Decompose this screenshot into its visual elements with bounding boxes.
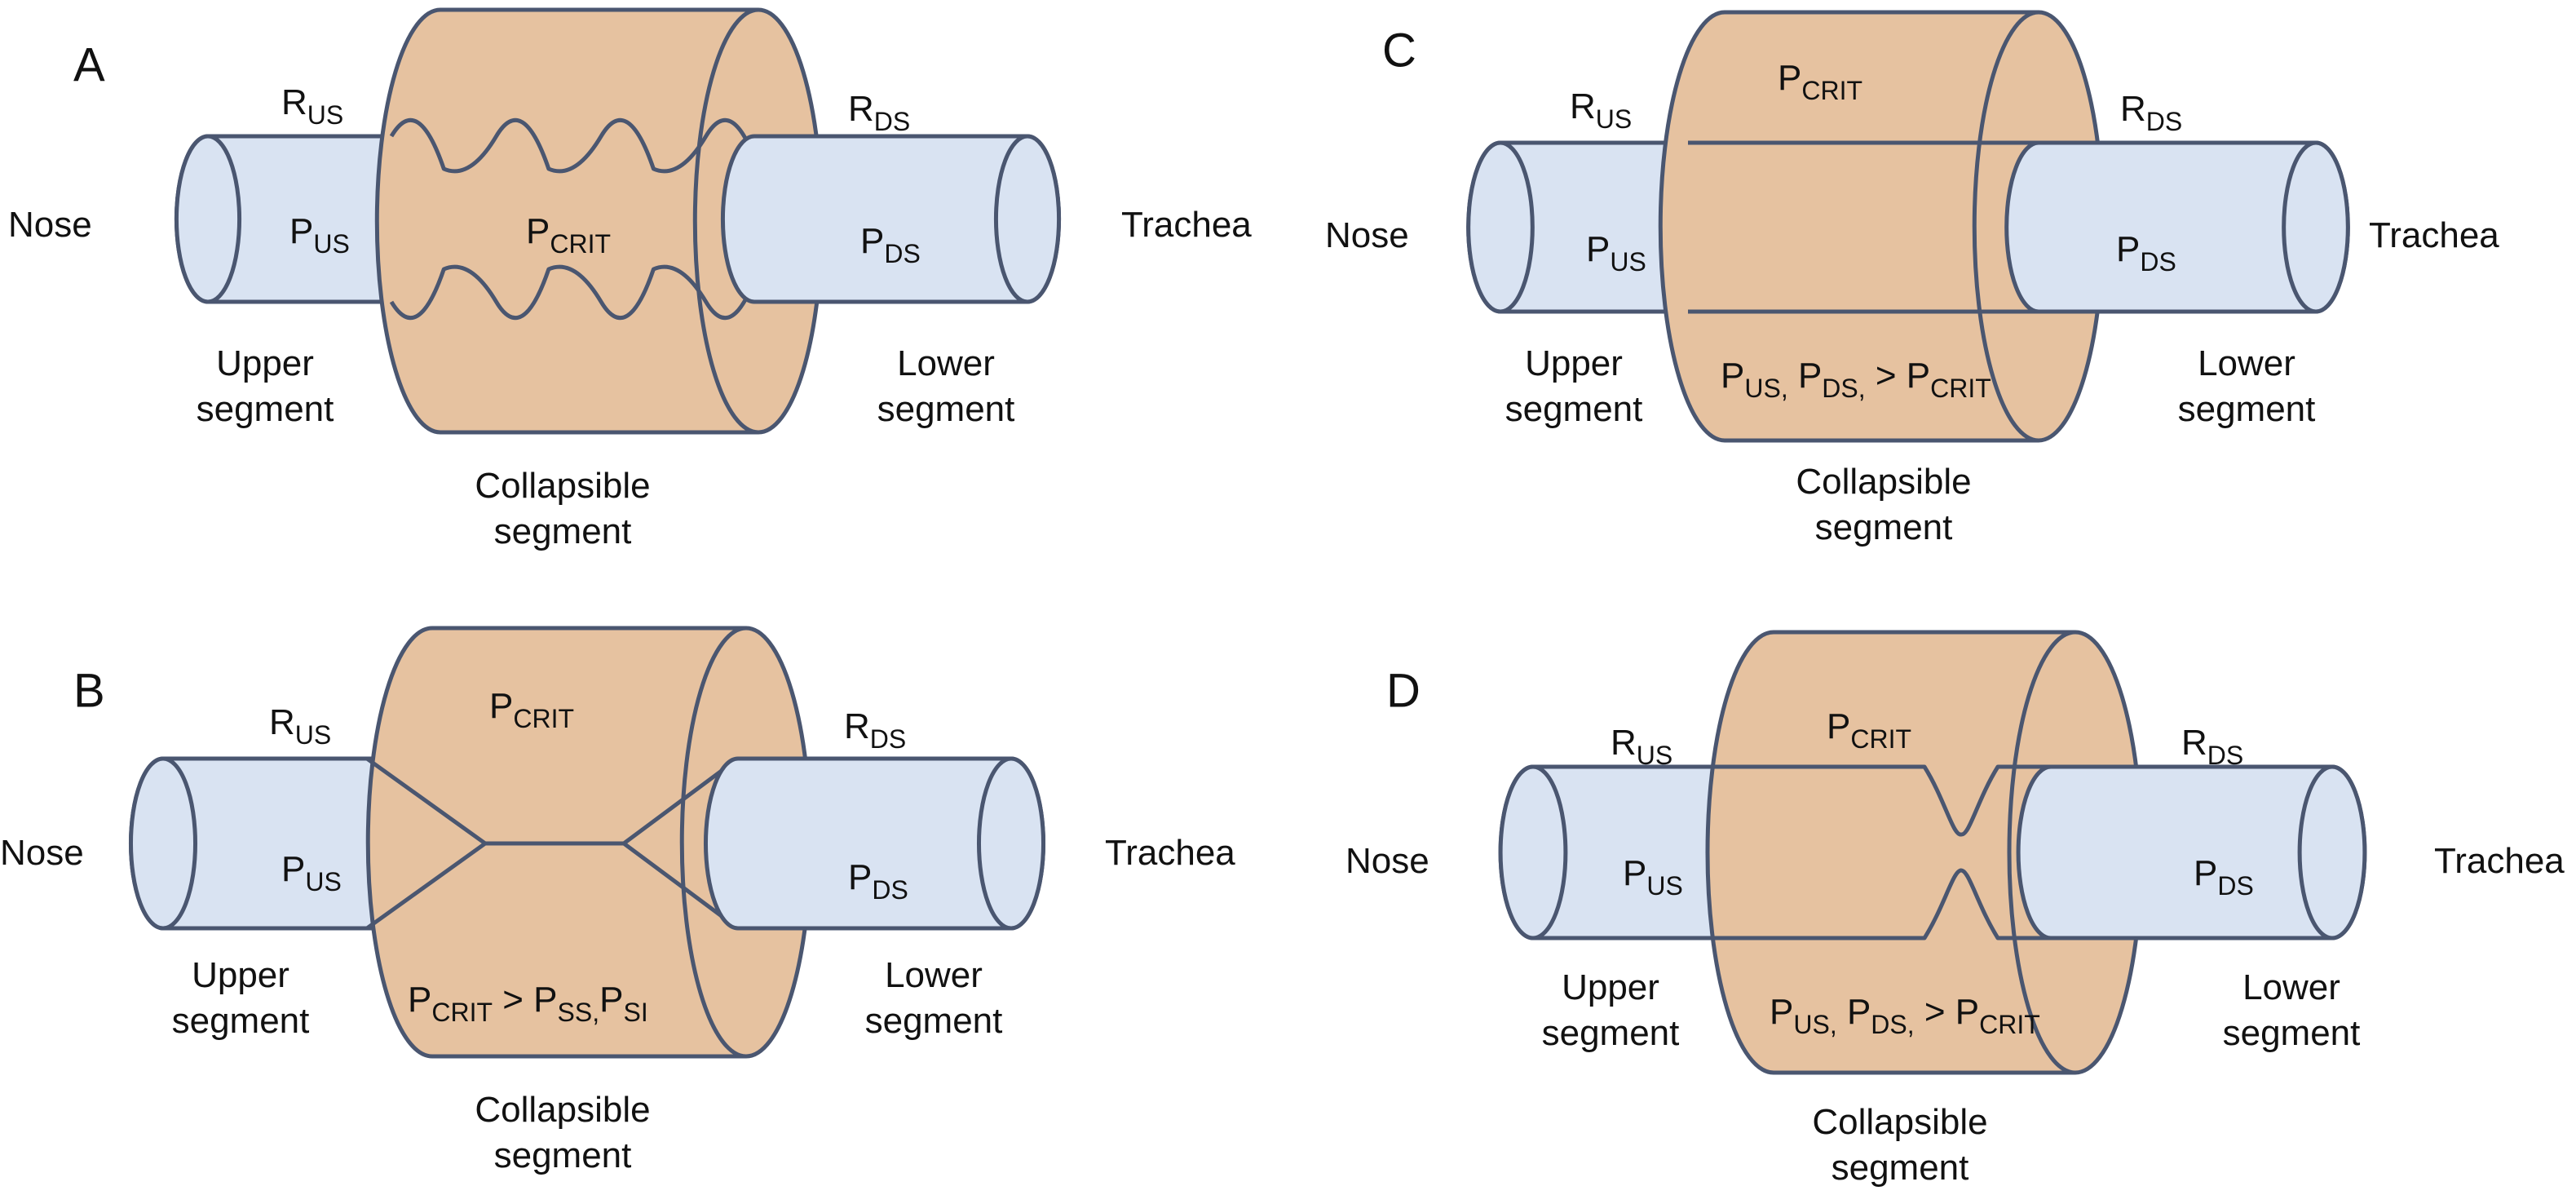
p-ds-label: PDS [2194,853,2254,901]
barrel-rim [692,7,759,435]
barrel-rim [1972,10,2039,443]
lower-segment-tube [704,756,1046,931]
r-ds-label: RDS [2181,723,2243,770]
p-us-label: PUS [1586,229,1646,277]
r-ds-label: RDS [848,89,910,136]
pressure-condition: PUS, PDS, > PCRIT [1721,356,1991,403]
p-ds-label: PDS [2116,229,2176,277]
panel-d: D Nose Trachea RUS RDS PUS PDS PCRIT PUS, PDS, >… [1345,630,2565,1188]
panel-letter: C [1382,24,1416,77]
nose-label: Nose [1345,841,1429,881]
p-crit-label: PCRIT [489,686,574,733]
trachea-label: Trachea [1121,205,1252,245]
lower-segment-tube [2004,140,2350,314]
nose-label: Nose [1325,215,1409,255]
nose-label: Nose [8,205,92,245]
tube-opening [2297,764,2367,941]
collapsible-segment-barrel [1705,630,2144,1075]
p-crit-label: PCRIT [1827,706,1911,754]
tube-opening [2282,140,2350,314]
tube-opening [1466,140,1535,314]
collapsible-segment-barrel [374,7,824,435]
lumen-walls [1704,764,2051,941]
barrel-rim [2007,630,2076,1075]
r-us-label: RUS [1611,723,1672,770]
r-ds-label: RDS [2120,89,2182,136]
p-us-label: PUS [1623,853,1683,901]
panel-letter: B [73,665,105,718]
collapsible-segment-barrel [1658,10,2105,443]
wavy-wall-top [389,117,769,174]
p-us-label: PUS [289,211,350,259]
nose-label: Nose [0,833,84,873]
p-ds-label: PDS [848,857,908,905]
r-ds-label: RDS [844,706,906,754]
wavy-wall-bottom [389,264,769,321]
trachea-label: Trachea [2434,841,2565,881]
pressure-condition: PUS, PDS, > PCRIT [1770,992,2040,1039]
panel-b: B Nose Trachea RUS RDS PUS PDS PCRIT PCRIT > PSS… [0,626,1235,1175]
upper-segment-tube [1498,764,1723,941]
upper-segment-tube [1466,140,1707,314]
open-wall [1688,140,2039,314]
pressure-condition: PCRIT > PSS,PSI [408,980,648,1027]
lumen-walls [389,117,769,321]
tube-opening [993,134,1062,304]
narrowed-wall-bottom [1704,868,2051,941]
r-us-label: RUS [1570,86,1632,134]
tube-opening [976,756,1046,931]
r-us-label: RUS [269,702,331,750]
r-us-label: RUS [281,82,343,130]
lumen-walls [1688,140,2039,314]
tube-opening [1498,764,1568,941]
upper-segment-tube [128,756,386,931]
panel-letter: A [73,39,105,92]
p-crit-label: PCRIT [526,211,611,259]
narrowed-wall-top [1704,764,2051,837]
tube-opening [128,756,198,931]
barrel-rim [679,626,747,1059]
panel-c: C Nose Trachea RUS RDS PUS PDS PCRIT PUS, PDS, >… [1325,10,2499,547]
upper-segment-tube [174,134,398,304]
tube-opening [174,134,242,304]
p-crit-label: PCRIT [1778,58,1862,105]
trachea-label: Trachea [1105,833,1235,873]
lower-segment-tube [720,134,1062,304]
p-ds-label: PDS [860,221,921,268]
trachea-label: Trachea [2369,215,2499,255]
lower-segment-tube [2016,764,2367,941]
p-us-label: PUS [281,849,342,896]
panel-letter: D [1386,665,1421,718]
